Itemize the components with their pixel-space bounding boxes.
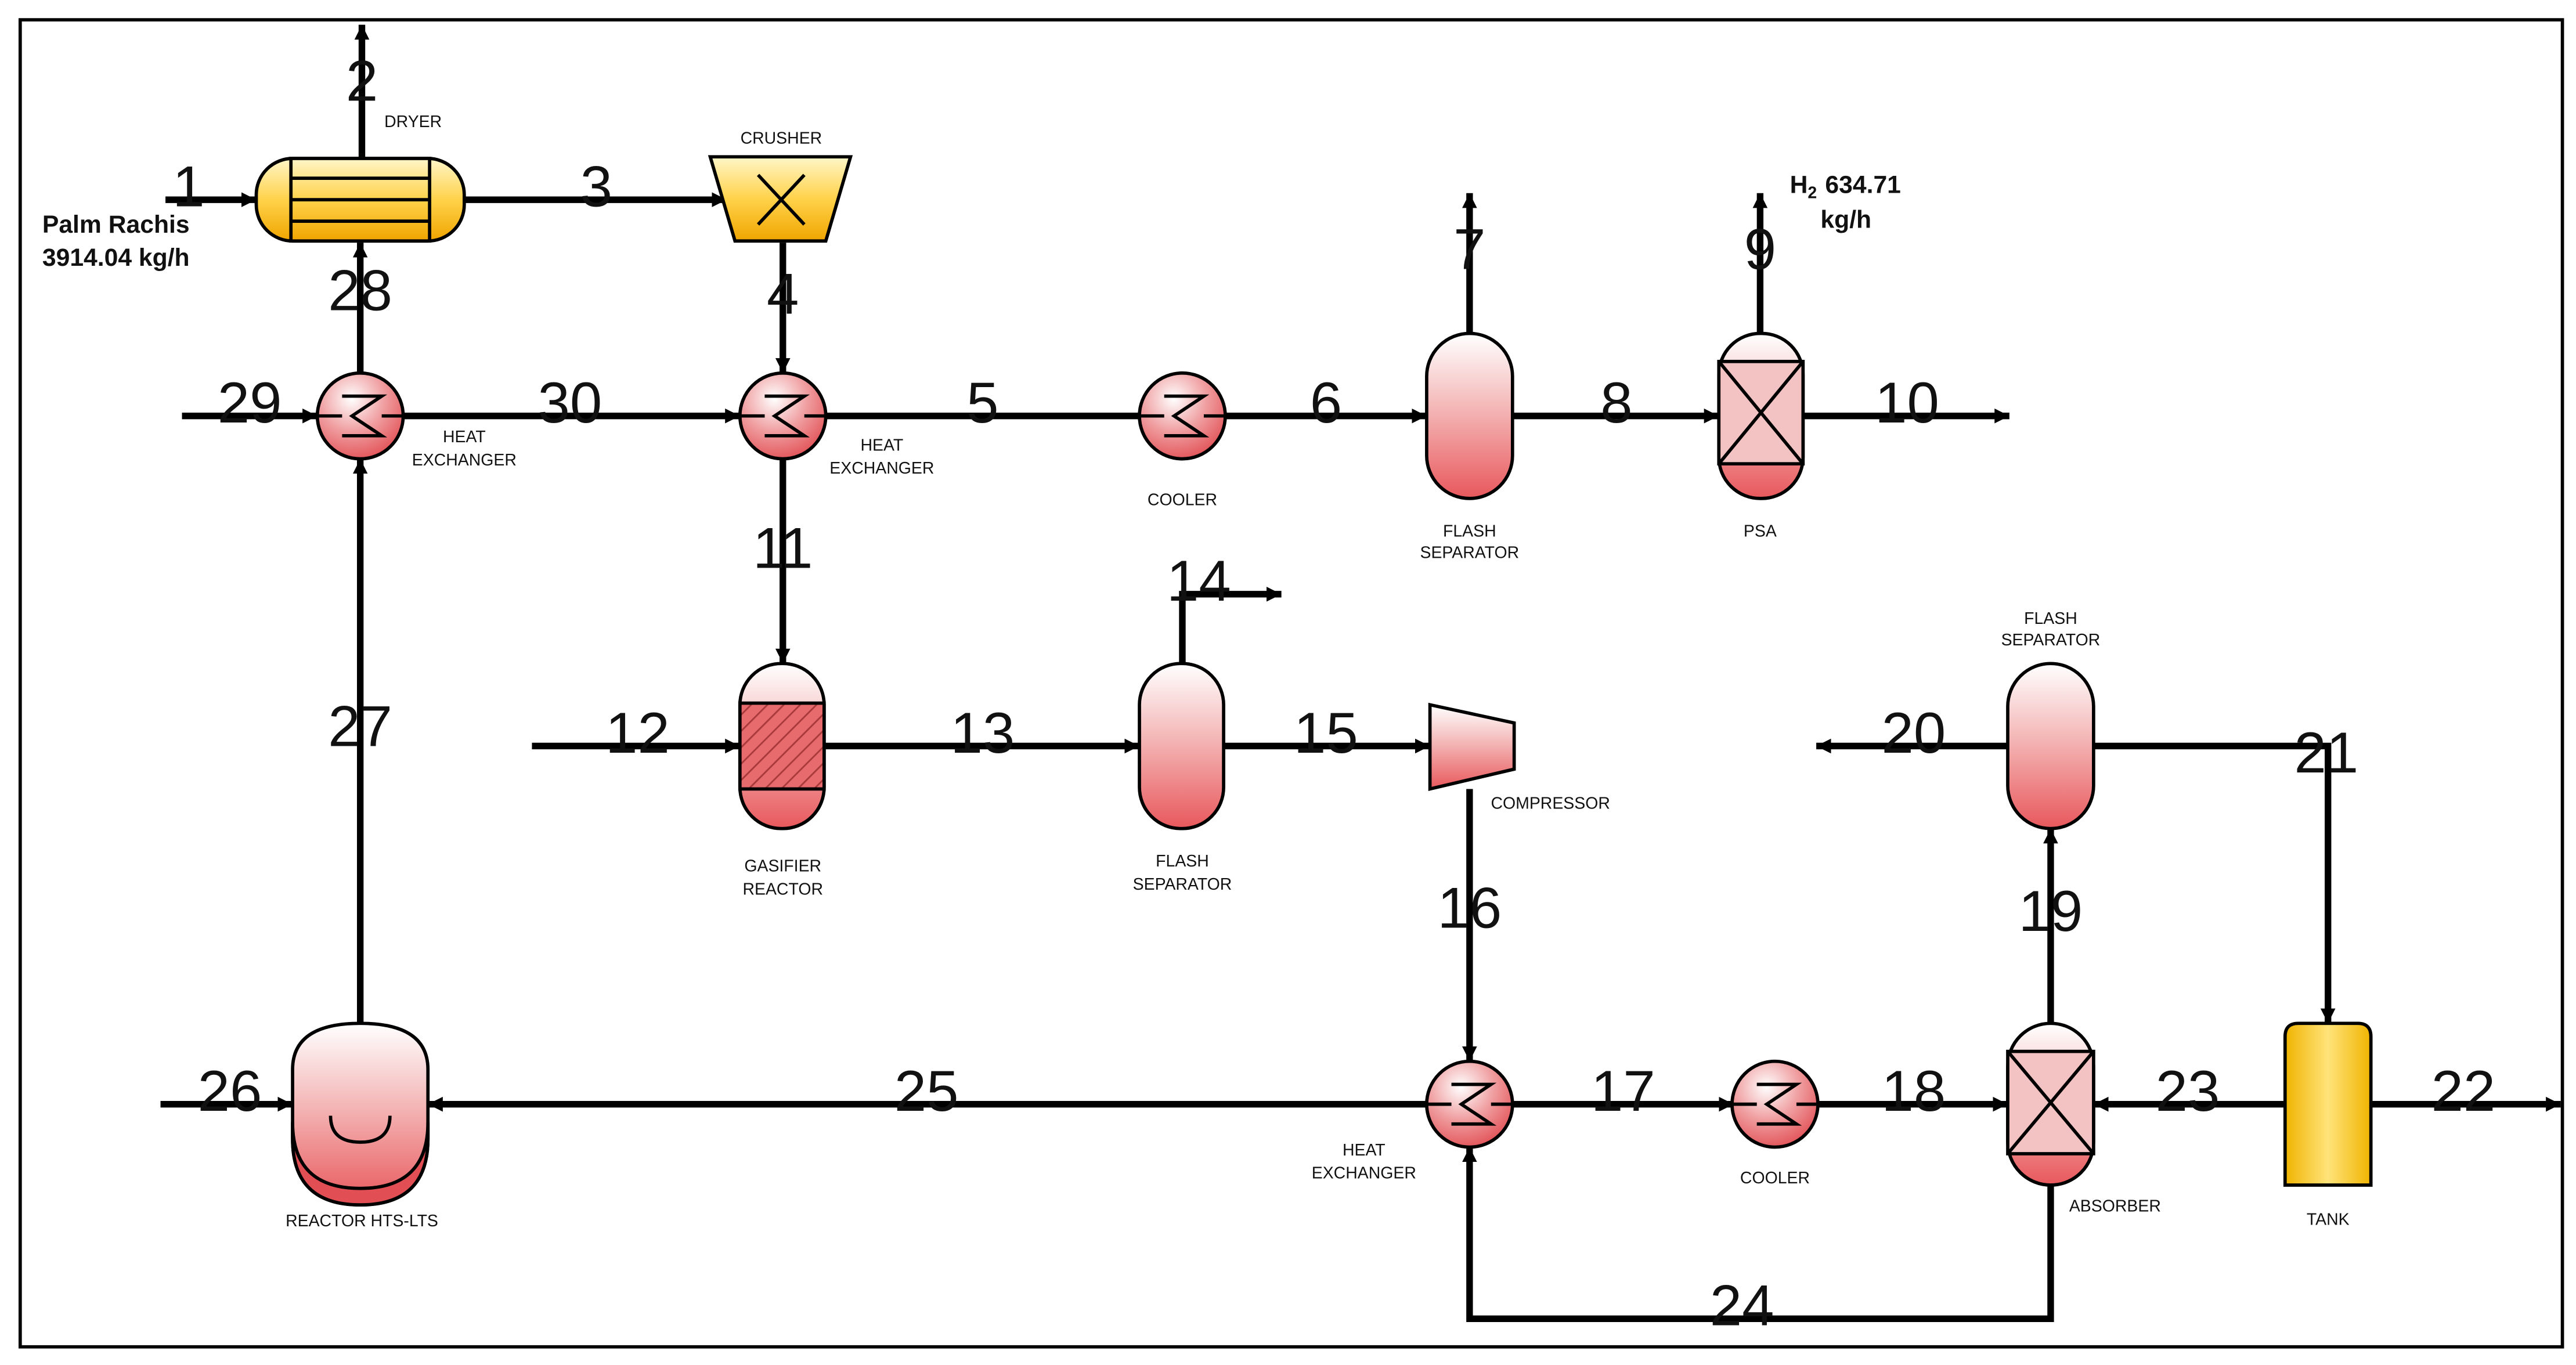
- flash3-label-line2: SEPARATOR: [2001, 631, 2101, 649]
- flash-separator-1: [1425, 331, 1514, 500]
- hx3-label-line2: EXCHANGER: [1312, 1164, 1416, 1183]
- hx1-label-line2: EXCHANGER: [412, 451, 517, 470]
- hx3-label-line1: HEAT: [1343, 1141, 1386, 1160]
- flash2-label-line2: SEPARATOR: [1133, 875, 1232, 894]
- feed-name: Palm Rachis: [42, 211, 190, 239]
- stream-19-label: 19: [2019, 879, 2083, 944]
- diagram-frame: [18, 18, 2564, 1349]
- flash3-label-line1: FLASH: [2024, 609, 2077, 628]
- stream-18-label: 18: [1882, 1059, 1946, 1124]
- product-value: 634.71: [1825, 171, 1900, 199]
- stream-29-label: 29: [218, 371, 282, 435]
- stream-13-label: 13: [950, 701, 1015, 765]
- stream-17-label: 17: [1591, 1059, 1655, 1124]
- stream-24-line: [1462, 1147, 2054, 1323]
- product-annotation: H2 634.71 kg/h: [1790, 171, 1901, 234]
- gasifier-reactor: [738, 662, 826, 830]
- absorber-label: ABSORBER: [2069, 1197, 2161, 1216]
- flash2-label-line1: FLASH: [1156, 852, 1209, 871]
- stream-14-label: 14: [1167, 549, 1231, 613]
- compressor-label: COMPRESSOR: [1491, 795, 1610, 813]
- cooler1-label: COOLER: [1148, 490, 1217, 509]
- stream-26-label: 26: [198, 1059, 262, 1124]
- crusher-label: CRUSHER: [741, 129, 822, 147]
- psa-unit: [1717, 331, 1805, 500]
- gasifier-label-line1: GASIFIER: [744, 857, 821, 876]
- stream-22-label: 22: [2431, 1059, 2496, 1124]
- stream-15-label: 15: [1294, 701, 1358, 765]
- gasifier-label-line2: REACTOR: [742, 880, 823, 898]
- crusher: [708, 155, 853, 243]
- stream-14-line: [1179, 587, 1282, 664]
- product-line1: H2 634.71: [1790, 171, 1901, 203]
- compressor: [1428, 702, 1516, 792]
- stream-1-label: 1: [172, 155, 204, 219]
- hx2-label-line2: EXCHANGER: [829, 459, 934, 478]
- dryer-label: DRYER: [384, 113, 442, 131]
- stream-9-label: 9: [1744, 218, 1776, 282]
- stream-4-label: 4: [767, 262, 799, 326]
- stream-6-label: 6: [1310, 371, 1342, 435]
- product-formula: H: [1790, 171, 1808, 199]
- stream-21-line: [2093, 742, 2336, 1024]
- product-formula-subscript: 2: [1807, 183, 1817, 202]
- stream-lines: [160, 24, 2561, 1323]
- stream-24-label: 24: [1710, 1274, 1774, 1338]
- equipment-labels: DRYER CRUSHER HEAT EXCHANGER HEAT EXCHAN…: [286, 113, 2350, 1230]
- stream-3-label: 3: [580, 155, 612, 219]
- dryer: [254, 157, 466, 243]
- heat-exchanger-2: [738, 371, 828, 461]
- stream-7-label: 7: [1453, 218, 1485, 282]
- flash-separator-2: [1138, 662, 1225, 830]
- absorber: [2006, 1021, 2095, 1187]
- cooler2-label: COOLER: [1740, 1169, 1810, 1187]
- flash1-label-line2: SEPARATOR: [1420, 543, 1520, 562]
- feed-rate: 3914.04 kg/h: [42, 244, 190, 272]
- stream-2-label: 2: [346, 49, 378, 113]
- stream-11-label: 11: [753, 516, 813, 580]
- stream-numbers: 1 2 3 4 5 6 7 8 9 10 11 12 13 14 15 16 1…: [172, 49, 2495, 1338]
- stream-16-label: 16: [1437, 876, 1502, 940]
- stream-30-label: 30: [537, 371, 602, 435]
- stream-21-label: 21: [2294, 721, 2359, 785]
- cooler-1: [1138, 371, 1227, 461]
- feed-annotation: Palm Rachis 3914.04 kg/h: [42, 211, 190, 272]
- reactor-label: REACTOR HTS-LTS: [286, 1212, 438, 1230]
- stream-23-label: 23: [2156, 1059, 2220, 1124]
- hx2-label-line1: HEAT: [861, 436, 904, 454]
- tank-label: TANK: [2307, 1210, 2350, 1229]
- product-unit: kg/h: [1820, 205, 1871, 233]
- stream-25-label: 25: [894, 1059, 959, 1124]
- hx1-label-line1: HEAT: [443, 428, 486, 446]
- stream-5-label: 5: [966, 371, 998, 435]
- stream-20-label: 20: [1882, 701, 1946, 765]
- flash1-label-line1: FLASH: [1443, 522, 1496, 540]
- stream-8-label: 8: [1600, 371, 1632, 435]
- stream-27-label: 27: [328, 694, 392, 759]
- stream-12-label: 12: [605, 701, 670, 765]
- stream-10-label: 10: [1875, 371, 1939, 435]
- psa-label: PSA: [1744, 522, 1777, 540]
- cooler-2: [1730, 1059, 1820, 1149]
- stream-28-label: 28: [328, 259, 392, 323]
- reactor-hts-lts: [291, 1021, 430, 1207]
- heat-exchanger-3: [1425, 1059, 1514, 1149]
- tank: [2283, 1021, 2373, 1187]
- flash-separator-3: [2006, 662, 2095, 830]
- heat-exchanger-1: [315, 371, 405, 461]
